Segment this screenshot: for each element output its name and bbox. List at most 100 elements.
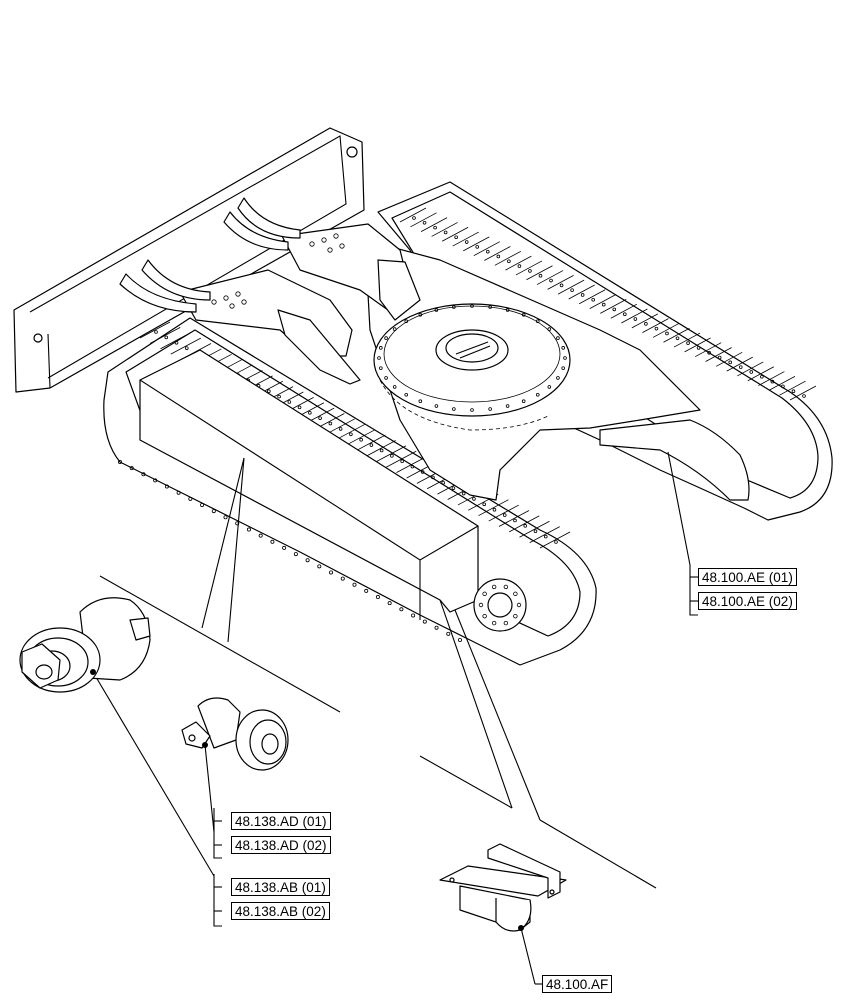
track-shoe-bolt <box>390 454 394 458</box>
ref-label-48-138-ad-01[interactable]: 48.138.AD (01) <box>231 812 331 830</box>
track-shoe-line <box>441 226 469 242</box>
sprocket-bolt <box>513 613 518 619</box>
track-shoe-line <box>139 321 171 339</box>
track-link-hole <box>153 478 158 483</box>
sprocket-bolt <box>503 584 509 590</box>
ring-bolt <box>392 385 397 389</box>
track-shoe-bolt <box>612 307 617 312</box>
track-link-hole <box>188 496 193 501</box>
track-shoe-line <box>399 207 427 223</box>
track-roller <box>19 597 151 693</box>
track-shoe-line <box>365 440 396 457</box>
track-shoe-line <box>463 236 490 252</box>
track-shoe-line <box>642 318 669 334</box>
ring-bolt <box>488 407 492 411</box>
track-shoe-bolt <box>528 269 532 273</box>
ring-bolt <box>563 356 567 360</box>
ref-label-48-138-ad-02[interactable]: 48.138.AD (02) <box>231 836 331 854</box>
left-track-assembly <box>103 317 597 666</box>
track-shoe-bolt <box>287 400 292 404</box>
track-shoe-bolt <box>644 322 648 326</box>
ring-bolt <box>452 305 456 309</box>
track-shoe-bolt <box>533 529 538 534</box>
track-shoe-bolt <box>802 394 806 398</box>
track-shoe-bolt <box>559 283 564 288</box>
ref-label-48-100-ae-01[interactable]: 48.100.AE (01) <box>698 568 797 586</box>
track-shoe-line <box>505 255 532 271</box>
ring-bolt <box>392 327 397 331</box>
track-shoe-line <box>385 450 417 468</box>
track-link-hole <box>317 564 322 569</box>
sprocket-bolt <box>491 620 497 626</box>
track-shoe-bolt <box>538 273 543 278</box>
track-shoe-bolt <box>338 427 343 431</box>
track-shoe-bolt <box>461 491 466 496</box>
track-shoe-line <box>589 294 616 309</box>
track-shoe-bolt <box>791 389 796 393</box>
ring-bolt <box>384 376 388 380</box>
track-shoe-line <box>515 260 543 276</box>
track-link-hole <box>399 607 404 612</box>
track-link-hole <box>375 595 380 600</box>
track-link-hole <box>352 582 357 587</box>
arm-hole <box>339 243 345 249</box>
sprocket-bolt <box>513 591 518 597</box>
track-shoe-line <box>509 515 540 533</box>
arm-hole <box>333 233 339 239</box>
track-shoe-line <box>621 308 648 324</box>
ref-label-48-100-ae-02[interactable]: 48.100.AE (02) <box>698 592 797 610</box>
ref-label-48-138-ab-02[interactable]: 48.138.AB (02) <box>231 902 330 920</box>
track-shoe-bolt <box>420 470 425 474</box>
ring-bolt <box>521 312 526 317</box>
track-link-hole <box>164 484 169 489</box>
track-shoe-bolt <box>707 350 711 355</box>
track-shoe-bolt <box>451 486 456 490</box>
track-shoe-bolt <box>174 340 179 345</box>
track-shoe-bolt <box>523 524 528 528</box>
track-shoe-bolt <box>543 534 548 539</box>
track-shoe-bolt <box>267 389 271 394</box>
track-shoe-bolt <box>492 507 497 512</box>
ring-bolt <box>434 404 439 408</box>
track-link-hole <box>211 509 216 514</box>
track-shoe-line <box>396 456 427 473</box>
track-shoe-bolt <box>717 355 722 360</box>
track-shoe-bolt <box>502 513 507 517</box>
ref-label-48-100-af[interactable]: 48.100.AF <box>542 975 613 993</box>
ring-bolt <box>378 346 383 350</box>
track-link-hole <box>176 490 181 495</box>
track-shoe-bolt <box>633 317 638 321</box>
track-shoe-bolt <box>359 437 363 442</box>
track-shoe-line <box>484 246 511 261</box>
ring-bolt <box>547 327 552 331</box>
ref-label-48-138-ab-01[interactable]: 48.138.AB (01) <box>231 878 330 896</box>
track-shoe-line <box>536 270 564 285</box>
track-shoe-line <box>705 347 732 362</box>
ring-bolt <box>505 308 510 312</box>
track-shoe-bolt <box>410 464 415 469</box>
track-shoe-line <box>355 434 386 452</box>
track-shoe-bolt <box>154 330 158 334</box>
track-shoe-bolt <box>601 302 606 307</box>
ring-bolt <box>547 385 552 389</box>
ring-bolt <box>556 336 560 340</box>
arm-hole <box>235 291 241 297</box>
track-shoe-bolt <box>184 346 189 350</box>
track-shoe-bolt <box>443 230 448 235</box>
track-shoe-line <box>768 376 796 391</box>
sprocket-bolt <box>516 602 522 608</box>
track-shoe-bolt <box>675 336 680 341</box>
track-shoe-line <box>150 327 181 344</box>
track-shoe-line <box>568 284 595 300</box>
track-link-hole <box>340 576 345 581</box>
track-shoe-bolt <box>738 365 743 369</box>
arm-hole <box>229 303 235 309</box>
track-shoe-line <box>779 380 806 396</box>
track-shoe-bolt <box>433 225 437 230</box>
ring-bolt <box>535 319 540 324</box>
track-shoe-line <box>758 371 785 386</box>
track-link-hole <box>118 459 123 464</box>
track-shoe-bolt <box>472 497 476 501</box>
track-shoe-line <box>539 531 571 549</box>
track-link-hole <box>200 502 205 507</box>
